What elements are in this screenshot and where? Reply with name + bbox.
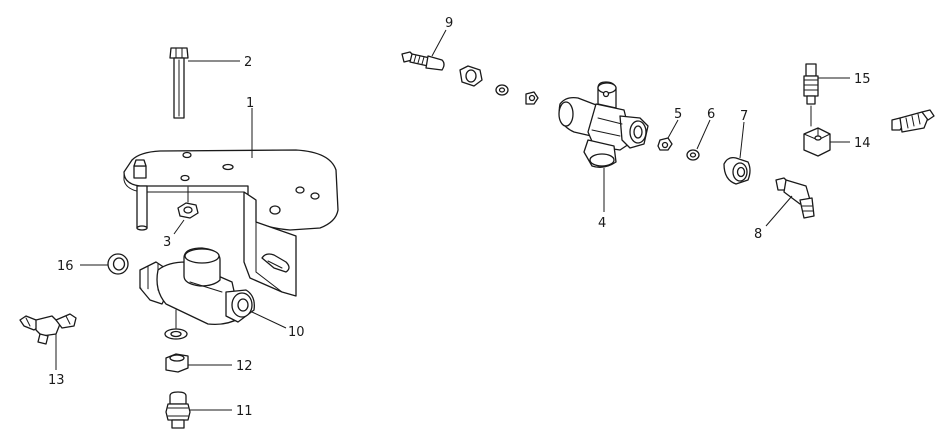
nut-part-5 — [657, 137, 673, 151]
callout-11: 11 — [236, 404, 253, 419]
tee-part-13 — [19, 313, 77, 345]
leader-5 — [667, 119, 679, 139]
callout-3: 3 — [163, 235, 171, 250]
callout-8: 8 — [754, 227, 762, 242]
callout-7: 7 — [740, 109, 748, 124]
bolt-part-2 — [169, 47, 189, 119]
tee-body-part-4 — [558, 81, 649, 168]
elbow-part-8 — [775, 177, 815, 219]
washer-part-6 — [686, 149, 700, 161]
nut-part-3 — [177, 186, 199, 219]
leader-7 — [739, 121, 745, 159]
nipple-part-9 — [401, 51, 445, 71]
leader-9 — [431, 29, 447, 57]
valve-part-10 — [139, 247, 255, 326]
fitting-part-11 — [165, 391, 191, 429]
small-nut-a — [525, 91, 539, 105]
nut-part-12 — [165, 353, 189, 373]
callout-2: 2 — [244, 55, 252, 70]
callout-5: 5 — [674, 107, 682, 122]
nipple-part-15 — [803, 63, 819, 127]
callout-13: 13 — [48, 373, 65, 388]
washer-part-16 — [107, 253, 129, 275]
callout-1: 1 — [246, 96, 254, 111]
callout-10: 10 — [288, 325, 305, 340]
leader-3 — [173, 219, 185, 235]
leader-10 — [251, 311, 287, 329]
connector-far-right — [891, 109, 935, 133]
leader-8 — [765, 195, 793, 227]
cap-part-14 — [803, 127, 831, 157]
callout-6: 6 — [707, 107, 715, 122]
washer-below-valve — [164, 309, 188, 340]
small-washer-a — [495, 84, 509, 96]
callout-15: 15 — [854, 72, 871, 87]
callout-4: 4 — [598, 216, 606, 231]
bracket-part-1 — [123, 149, 339, 297]
union-nut — [459, 65, 483, 87]
callout-9: 9 — [445, 16, 453, 31]
callout-14: 14 — [854, 136, 871, 151]
callout-16: 16 — [57, 259, 74, 274]
adapter-part-7 — [723, 156, 751, 185]
callout-12: 12 — [236, 359, 253, 374]
leader-6 — [696, 119, 711, 150]
